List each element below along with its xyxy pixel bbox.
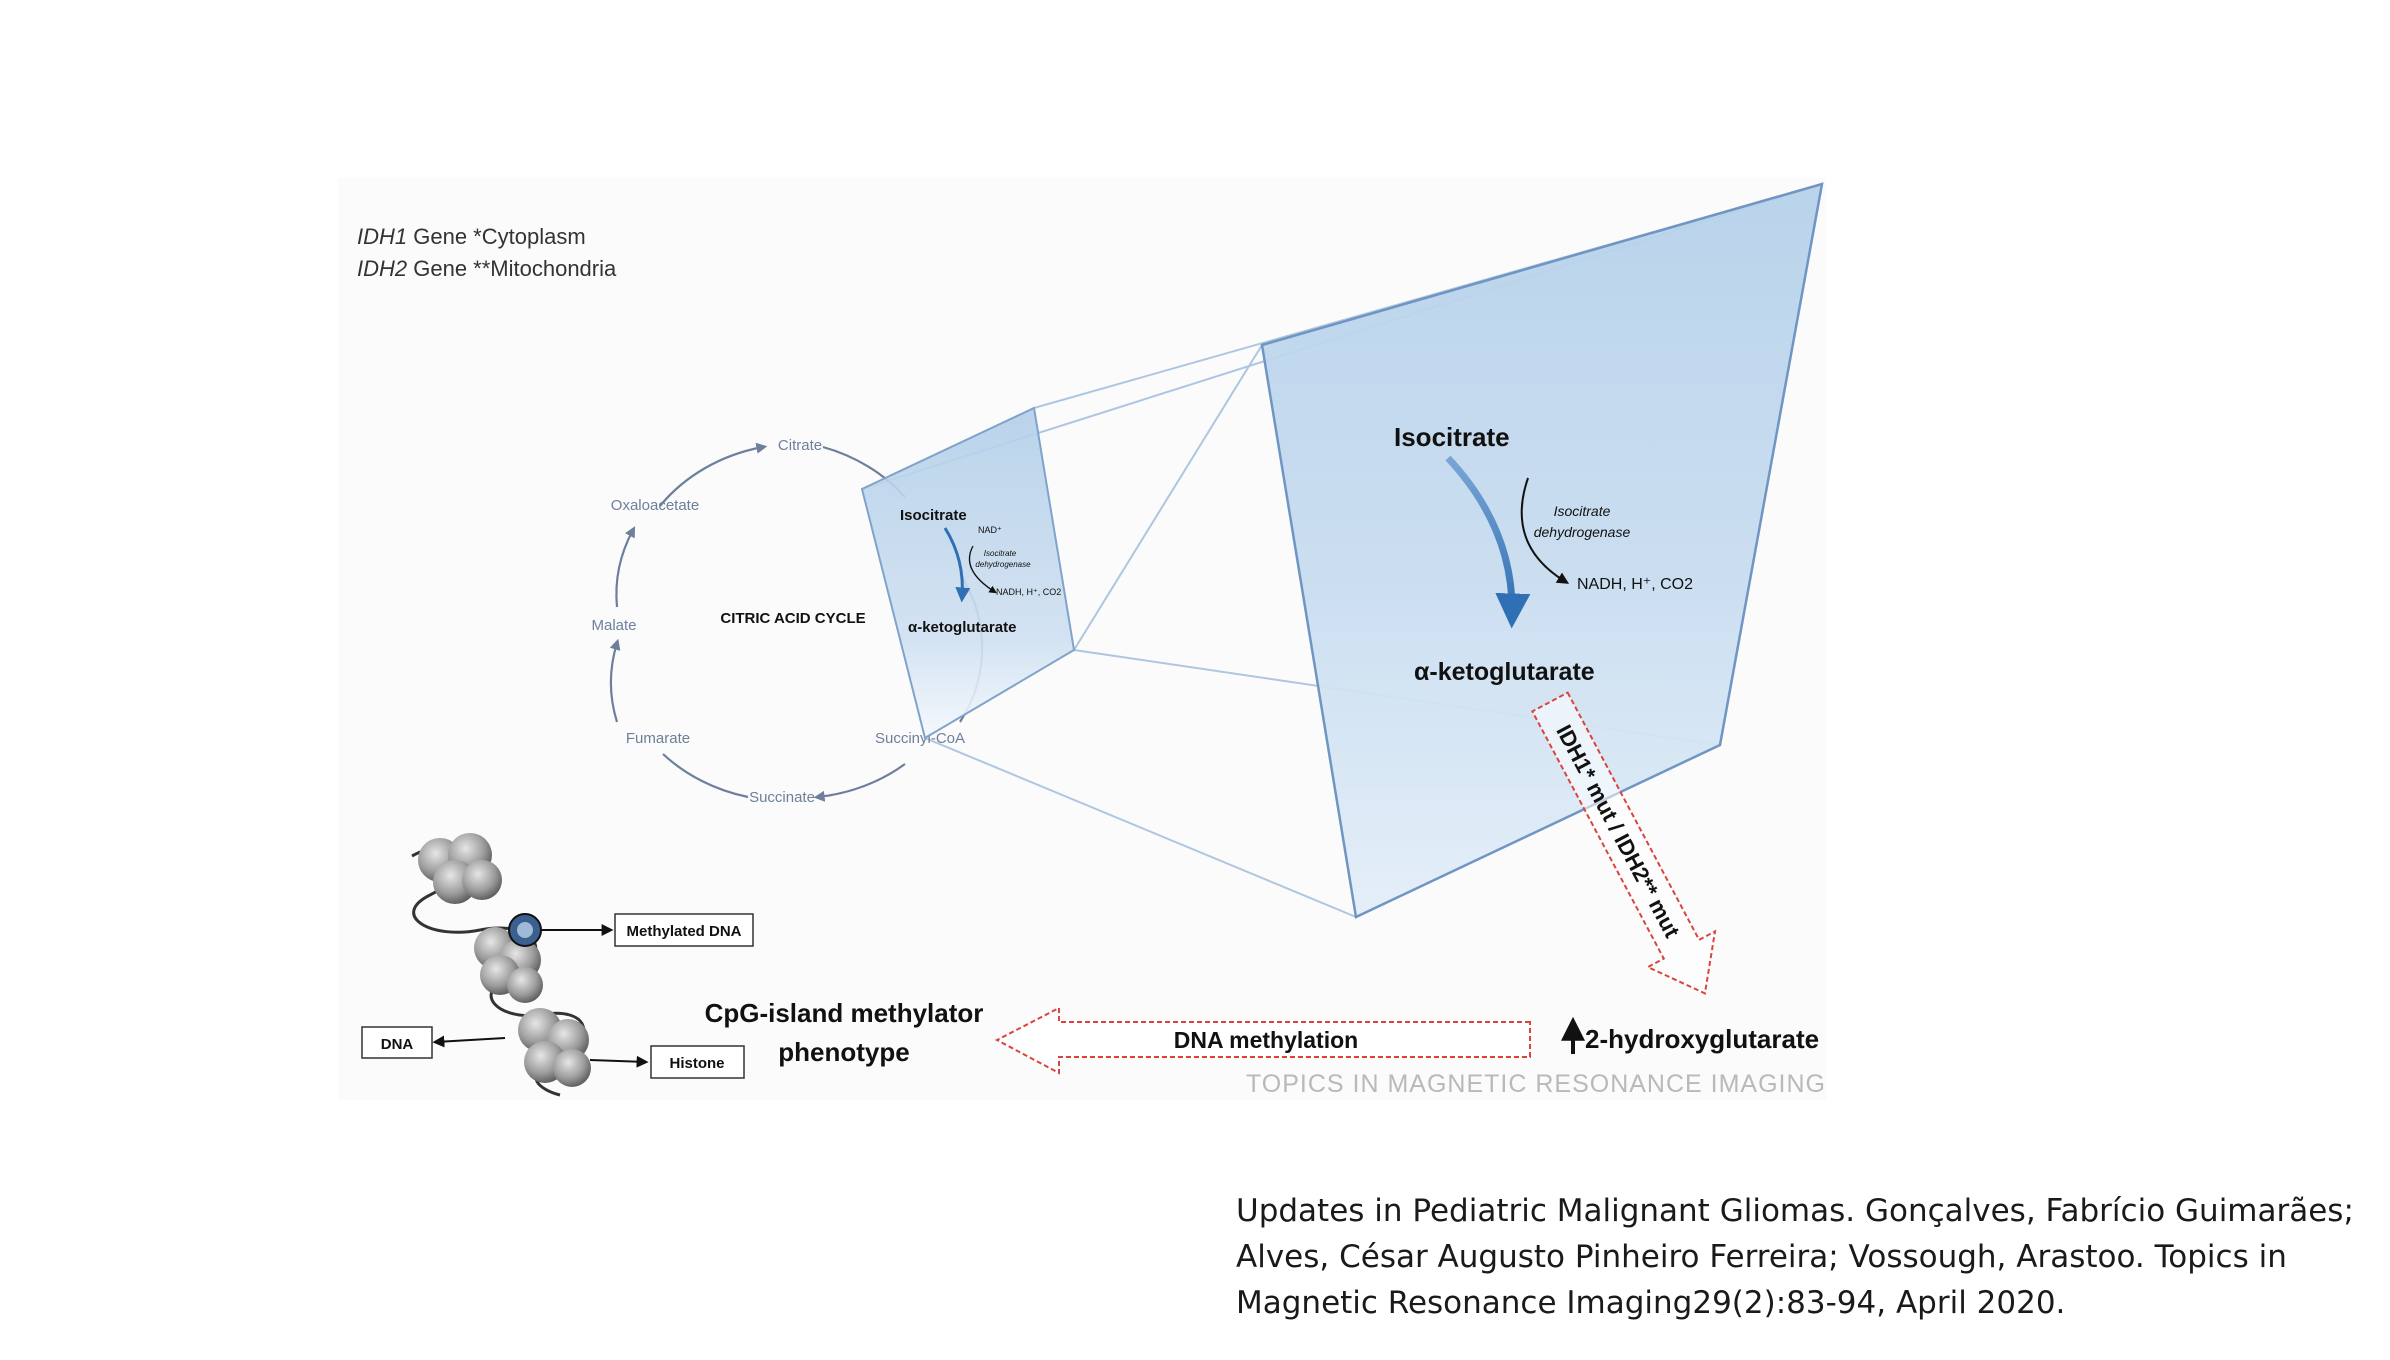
malate-label: Malate	[591, 617, 636, 634]
svg-text:IDH1 Gene *Cytoplasm: IDH1 Gene *Cytoplasm	[357, 224, 586, 249]
methylated-dna-box: Methylated DNA	[614, 913, 754, 947]
oxaloacetate-label: Oxaloacetate	[611, 497, 699, 514]
succinate-label: Succinate	[749, 789, 815, 806]
methylation-arrow: DNA methylation	[994, 1006, 1531, 1075]
small-blue-arrow	[943, 527, 971, 603]
citation-line-1: Updates in Pediatric Malignant Gliomas. …	[1236, 1193, 2354, 1229]
citation-line-3: Magnetic Resonance Imaging29(2):83-94, A…	[1236, 1285, 2066, 1321]
phenotype-label: CpG-island methylator phenotype	[705, 998, 984, 1067]
large-enzyme-label-1: Isocitrate	[1554, 503, 1611, 519]
svg-text:Methylated DNA: Methylated DNA	[626, 923, 741, 940]
large-isocitrate-label: Isocitrate	[1394, 422, 1510, 452]
hydroxyglutarate-label: 2-hydroxyglutarate	[1585, 1024, 1819, 1054]
gene-legend: IDH1 Gene *Cytoplasm IDH2 Gene **Mitocho…	[357, 224, 617, 281]
small-panel: Isocitrate NAD⁺ Isocitrate dehydrogenase…	[860, 406, 1076, 740]
small-enzyme-label-2: dehydrogenase	[975, 560, 1031, 569]
svg-text:CpG-island methylator: CpG-island methylator	[705, 998, 984, 1028]
svg-text:DNA: DNA	[381, 1036, 414, 1053]
small-ketoglutarate-label: α-ketoglutarate	[908, 619, 1016, 636]
svg-text:phenotype: phenotype	[778, 1037, 909, 1067]
small-enzyme-arc	[968, 545, 997, 594]
large-blue-arrow	[1445, 455, 1531, 629]
large-products-label: NADH, H⁺, CO2	[1577, 576, 1693, 593]
large-panel: Isocitrate Isocitrate dehydrogenase NADH…	[1260, 182, 1824, 919]
small-products-label: NADH, H⁺, CO2	[996, 587, 1061, 597]
small-isocitrate-label: Isocitrate	[900, 507, 967, 524]
cycle-title: CITRIC ACID CYCLE	[720, 610, 865, 627]
citrate-label: Citrate	[778, 437, 822, 454]
large-enzyme-arc	[1520, 477, 1570, 584]
histone-cluster-top	[418, 833, 502, 904]
citation: Updates in Pediatric Malignant Gliomas. …	[1236, 1188, 2356, 1326]
large-enzyme-label-2: dehydrogenase	[1534, 524, 1631, 540]
methylation-label: DNA methylation	[1174, 1027, 1358, 1053]
journal-watermark: TOPICS IN MAGNETIC RESONANCE IMAGING	[1246, 1070, 1826, 1098]
svg-text:Histone: Histone	[669, 1055, 724, 1072]
succinyl-coa-label: Succinyl-CoA	[875, 730, 965, 747]
fumarate-label: Fumarate	[626, 730, 690, 747]
histone-box: Histone	[650, 1045, 745, 1079]
svg-text:IDH2 Gene **Mitochondria: IDH2 Gene **Mitochondria	[357, 256, 617, 281]
hydroxyglutarate-group: 2-hydroxyglutarate	[1561, 1016, 1819, 1054]
histone-cluster-middle	[474, 927, 543, 1003]
small-enzyme-label-1: Isocitrate	[984, 549, 1017, 558]
citation-line-2: Alves, César Augusto Pinheiro Ferreira; …	[1236, 1239, 2287, 1275]
chromatin-illustration: Methylated DNA DNA Histone	[361, 833, 754, 1097]
histone-cluster-bottom	[518, 1008, 591, 1087]
small-nad-label: NAD⁺	[978, 525, 1002, 535]
large-ketoglutarate-label: α-ketoglutarate	[1414, 658, 1595, 686]
dna-box: DNA	[361, 1026, 433, 1059]
